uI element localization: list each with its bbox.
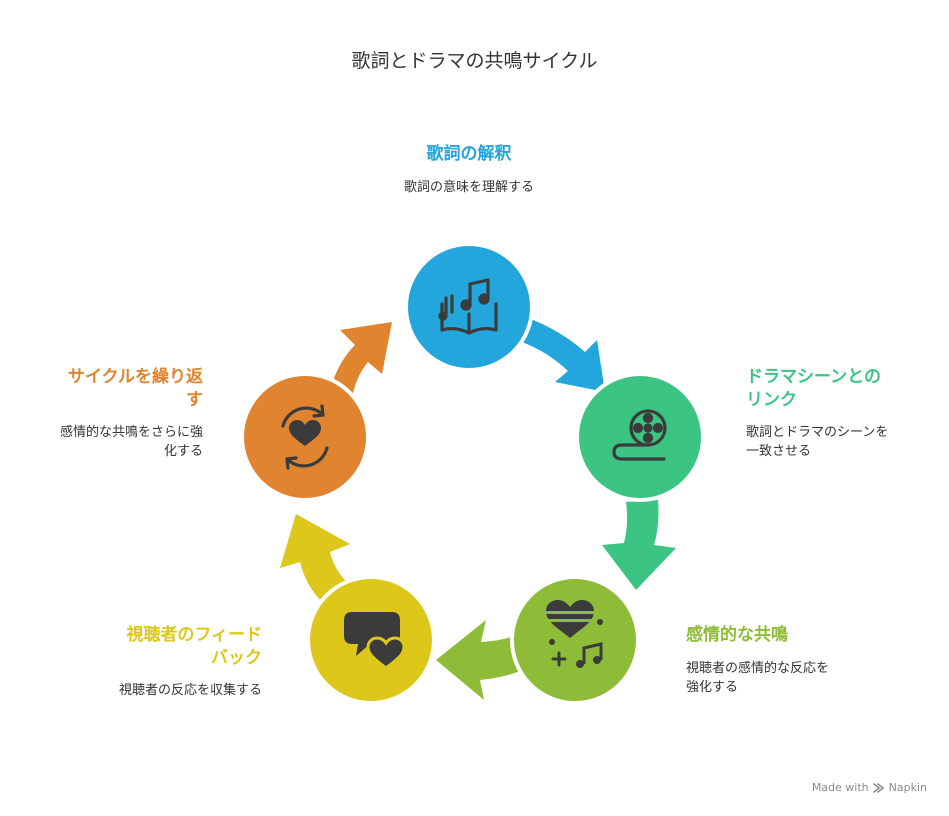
step1-label: 歌詞の解釈 歌詞の意味を理解する bbox=[369, 143, 569, 197]
heart-cycle-icon bbox=[281, 404, 329, 470]
arrow-step1-to-step2 bbox=[522, 318, 605, 392]
step2-label: ドラマシーンとの リンク 歌詞とドラマのシーンを 一致させる bbox=[746, 366, 936, 461]
napkin-logo-icon bbox=[872, 782, 884, 793]
step1-title: 歌詞の解釈 bbox=[426, 144, 512, 164]
step3-description-line1: 視聴者の感情的な反応を bbox=[686, 661, 830, 676]
heart-music-icon bbox=[545, 600, 603, 668]
step5-title-line1: サイクルを繰り返 bbox=[67, 367, 203, 387]
step3-title: 感情的な共鳴 bbox=[686, 625, 788, 645]
arrow-step3-to-step4 bbox=[436, 620, 518, 700]
step5-description-line2: 化する bbox=[163, 444, 203, 459]
step2-description-line2: 一致させる bbox=[746, 444, 812, 459]
made-with-napkin-credit[interactable]: Made with Napkin bbox=[812, 781, 927, 794]
napkin-brand-text: Napkin bbox=[888, 781, 927, 794]
step2-title-line1: ドラマシーンとの bbox=[746, 367, 881, 387]
step3-label: 感情的な共鳴 視聴者の感情的な反応を 強化する bbox=[686, 624, 886, 697]
step5-label: サイクルを繰り返 す 感情的な共鳴をさらに強 化する bbox=[20, 366, 203, 461]
step5-title-line2: す bbox=[186, 390, 203, 410]
step4-title-line1: 視聴者のフィード bbox=[126, 625, 262, 645]
arrow-step4-to-step5 bbox=[280, 514, 350, 605]
step4-title-line2: バック bbox=[211, 648, 262, 668]
step2-title-line2: リンク bbox=[746, 390, 797, 410]
step4-label: 視聴者のフィード バック 視聴者の反応を収集する bbox=[60, 624, 262, 700]
arrow-step5-to-step1 bbox=[330, 322, 392, 398]
made-with-text: Made with bbox=[811, 781, 869, 794]
step2-node bbox=[575, 372, 705, 502]
step2-description-line1: 歌詞とドラマのシーンを bbox=[746, 425, 889, 440]
step3-description-line2: 強化する bbox=[686, 680, 739, 695]
music-book-icon bbox=[438, 278, 498, 335]
film-reel-icon bbox=[612, 409, 667, 461]
step1-description: 歌詞の意味を理解する bbox=[403, 180, 534, 195]
step5-description-line1: 感情的な共鳴をさらに強 bbox=[59, 425, 203, 440]
arrow-step2-to-step3 bbox=[602, 500, 676, 590]
diagram-title: 歌詞とドラマの共鳴サイクル bbox=[351, 50, 598, 72]
step4-description: 視聴者の反応を収集する bbox=[118, 683, 262, 698]
step3-node bbox=[510, 575, 640, 705]
chat-heart-icon bbox=[344, 612, 406, 670]
